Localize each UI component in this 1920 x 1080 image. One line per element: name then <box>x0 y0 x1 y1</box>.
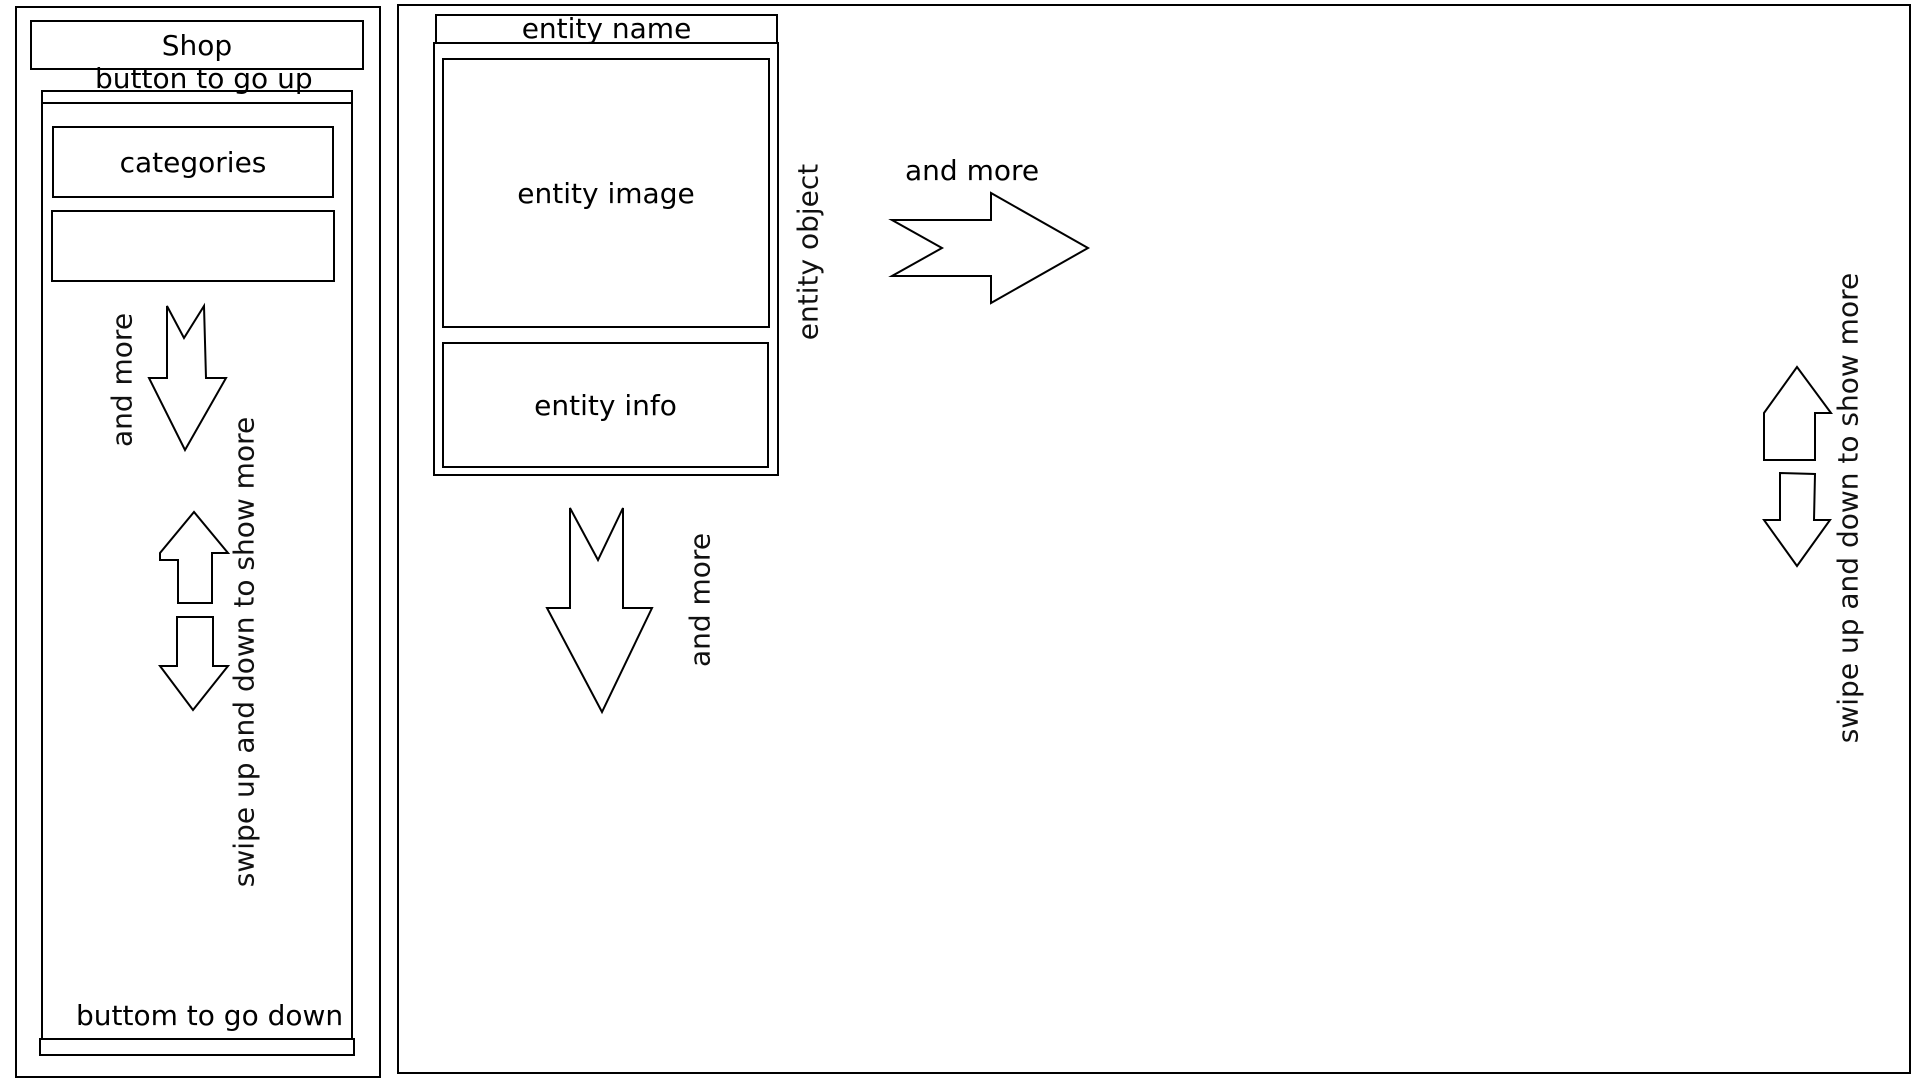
down-button[interactable] <box>39 1038 355 1056</box>
entity-image-box: entity image <box>442 58 770 328</box>
entity-object-label: entity object <box>791 163 825 341</box>
entity-info-box: entity info <box>442 342 769 468</box>
main-more-right-label: and more <box>905 154 1040 187</box>
shop-header[interactable]: Shop <box>30 20 364 70</box>
down-button-label: buttom to go down <box>76 999 344 1032</box>
up-button-label: button to go up <box>95 62 313 95</box>
entity-name-box: entity name <box>435 14 778 44</box>
up-button[interactable] <box>41 90 353 104</box>
shop-title: Shop <box>161 28 233 62</box>
entity-info-label: entity info <box>534 388 677 422</box>
sidebar-swipe-label: swipe up and down to show more <box>227 416 261 888</box>
main-swipe-label: swipe up and down to show more <box>1831 272 1865 744</box>
category-item[interactable]: categories <box>52 126 334 198</box>
main-more-down-label: and more <box>683 532 717 668</box>
entity-image-label: entity image <box>517 176 695 210</box>
category-item-label: categories <box>119 145 267 179</box>
sidebar-more-label: and more <box>105 312 139 448</box>
category-item-empty[interactable] <box>51 210 335 282</box>
entity-name-label: entity name <box>521 12 692 45</box>
